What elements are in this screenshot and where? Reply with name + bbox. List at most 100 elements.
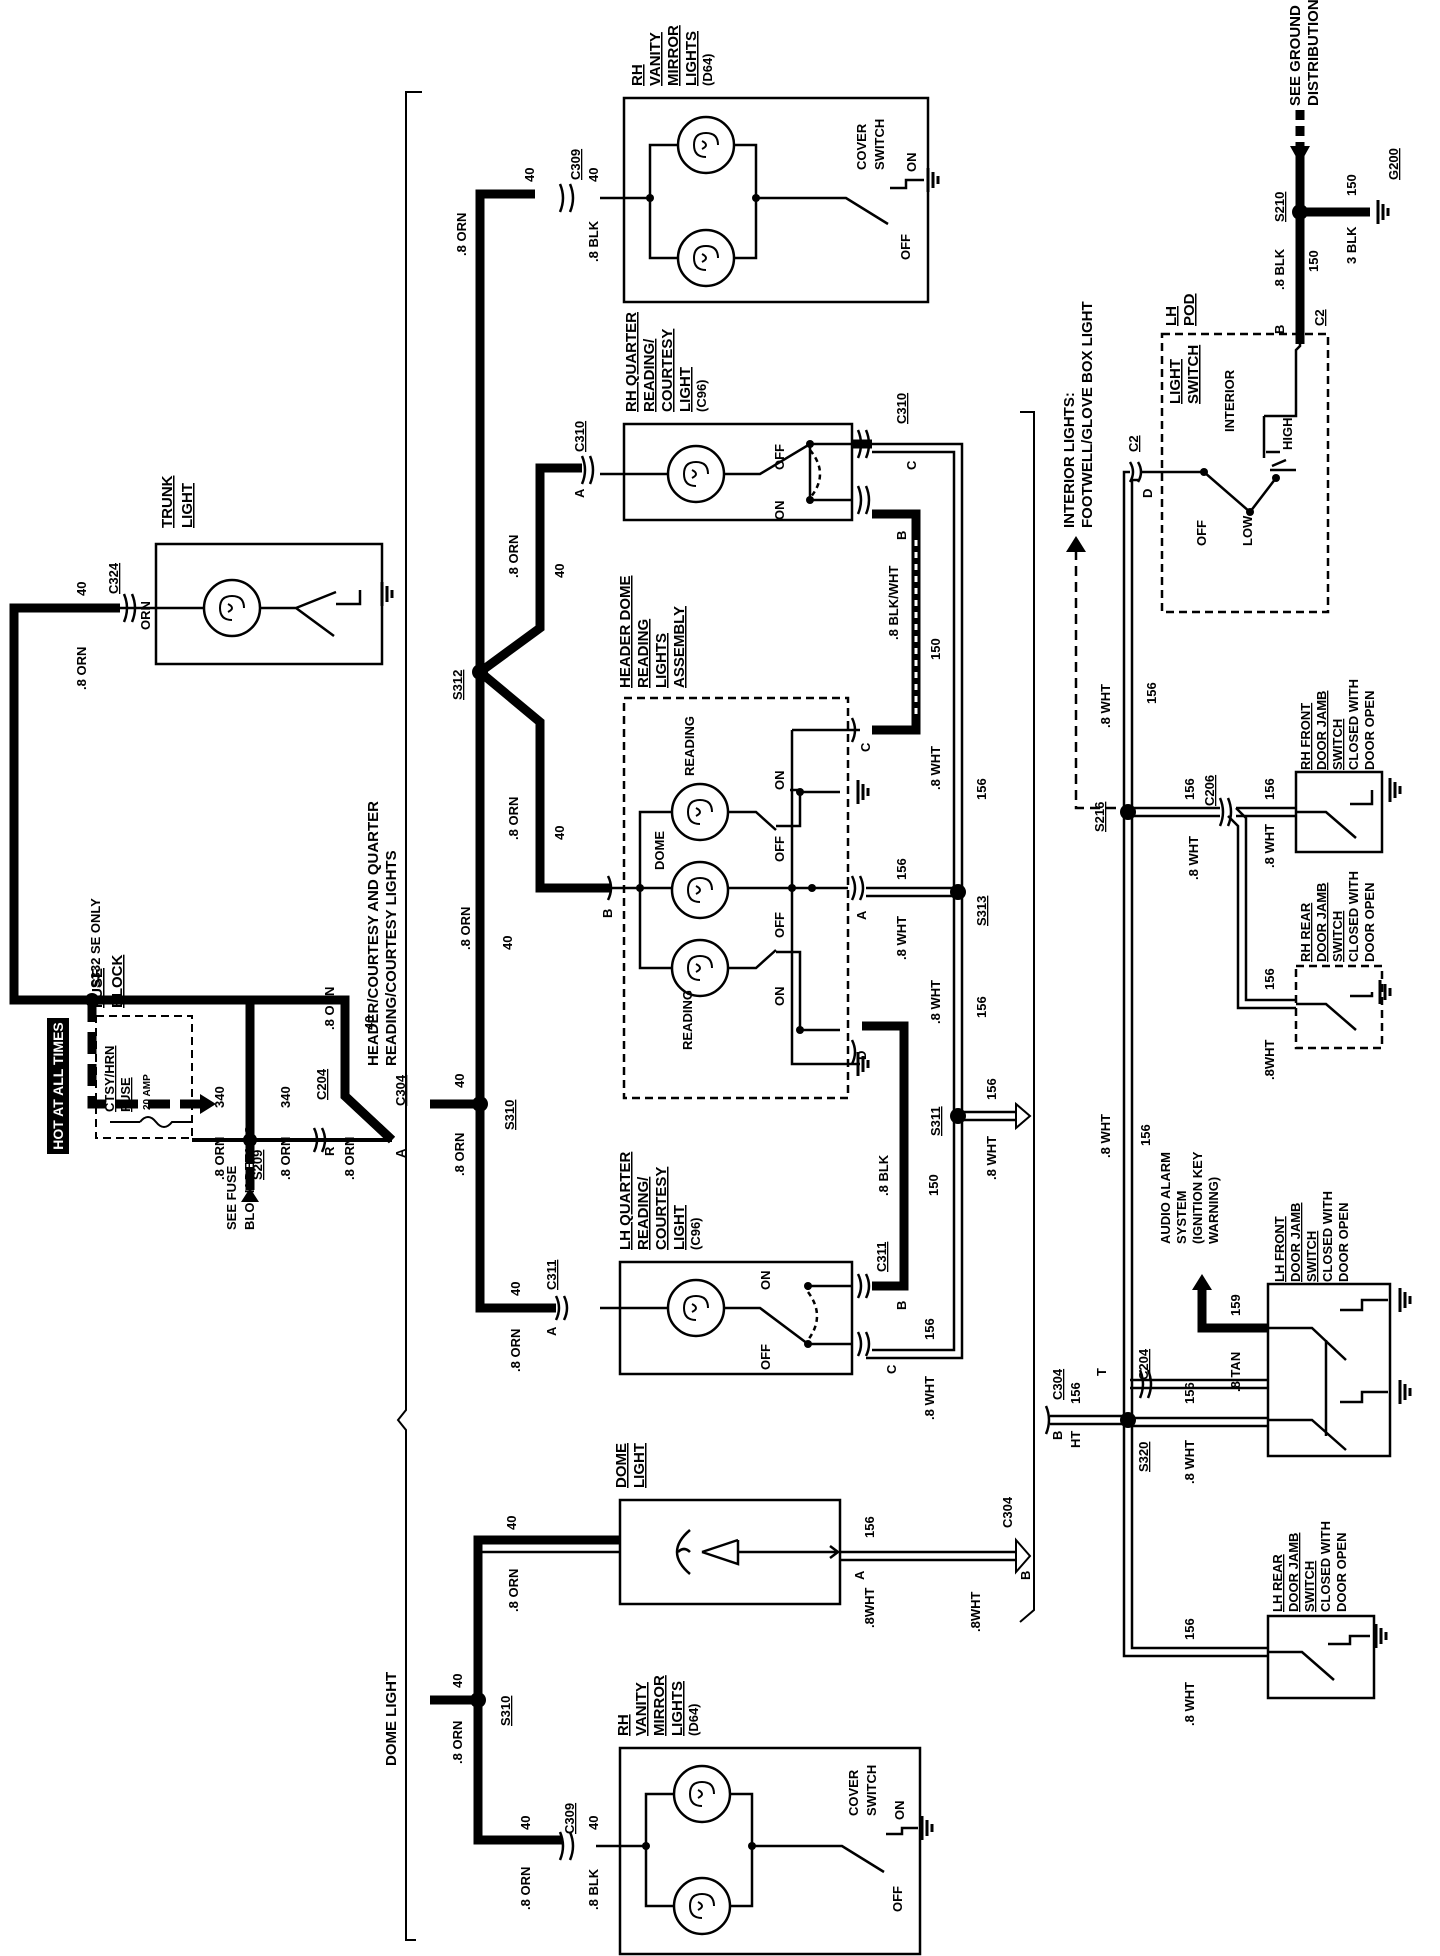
c304-right-ht: HT xyxy=(1068,1431,1083,1448)
c309-top-connector xyxy=(558,183,575,213)
pod-c2-top: C2 xyxy=(1312,309,1327,326)
cover-switch-bottom-2: SWITCH xyxy=(864,1765,879,1816)
rh-rear-jamb-2: DOOR JAMB xyxy=(1314,883,1329,962)
fuse-out-orn: .8 ORN xyxy=(212,1137,227,1180)
s320-156: 156 xyxy=(1182,1382,1197,1404)
hot-at-all-times-badge: HOT AT ALL TIMES xyxy=(47,1018,69,1154)
rh-rear-jamb-switch xyxy=(1296,992,1374,1031)
header-lamp-dome xyxy=(670,860,730,920)
blk-wht-150: 150 xyxy=(928,638,943,660)
interior-lights-dashed xyxy=(1074,550,1120,810)
rh-rear-156: 156 xyxy=(1262,968,1277,990)
cover-switch-top-on: ON xyxy=(904,153,919,173)
trunk-lamp xyxy=(202,578,262,638)
rh-quarter-title-4: LIGHT xyxy=(677,367,694,412)
dome-c304-label: C304 xyxy=(1000,1496,1015,1528)
s310-upper-40: 40 xyxy=(452,1074,467,1088)
c309-bottom-40: 40 xyxy=(586,1816,601,1830)
rh-vanity-top-title-3: MIRROR xyxy=(665,25,682,86)
header-off-2: OFF xyxy=(772,912,787,938)
light-switch-low: LOW xyxy=(1240,515,1255,546)
lh-front-jamb-5: DOOR OPEN xyxy=(1336,1203,1351,1282)
c204-label: C204 xyxy=(314,1068,329,1100)
header-dome-title-1: HEADER DOME xyxy=(617,575,634,688)
rh-quarter-title-3: COURTESY xyxy=(659,329,676,412)
see-fuse-2: BLOCK DETAILS xyxy=(242,1125,257,1230)
lh-pod-title-1: LH xyxy=(1163,306,1180,326)
lh-front-jamb-box xyxy=(1266,1282,1392,1458)
s209-out-orn: .8 ORN xyxy=(278,1137,293,1180)
s310-lower-orn: .8 ORN xyxy=(450,1721,465,1764)
s209-node xyxy=(243,1133,257,1147)
c311-left-connector xyxy=(554,1295,569,1321)
trunk-loop-wire xyxy=(9,603,350,1010)
g200-blk: 3 BLK xyxy=(1344,226,1359,264)
rh-vanity-bottom-box xyxy=(618,1746,922,1956)
section-brace-upper xyxy=(396,91,422,1941)
lh-front-jamb-1: LH FRONT xyxy=(1272,1216,1287,1282)
s210-node xyxy=(1292,204,1308,220)
rh-quarter-box xyxy=(622,422,854,522)
right-wht-trunk xyxy=(1050,470,1296,1658)
c309-bottom-40b: 40 xyxy=(518,1816,533,1830)
rh-quarter-title-1: RH QUARTER xyxy=(623,312,640,412)
rh-vanity-bottom-title-2: VANITY xyxy=(633,1682,650,1736)
s312-label: S312 xyxy=(450,670,465,700)
s313-label: S313 xyxy=(974,896,989,926)
rh-rear-jamb-ground xyxy=(1378,978,1392,1006)
rh-vanity-top-title-1: RH xyxy=(629,64,646,86)
c311-left-pin-a: A xyxy=(544,1326,559,1336)
c310-right-pin-b: B xyxy=(894,531,909,540)
rh-vanity-feed-40: 40 xyxy=(522,168,537,182)
lh-front-jamb-3: SWITCH xyxy=(1304,1231,1319,1282)
c309-top-blk: .8 BLK xyxy=(586,220,601,262)
rh-vanity-bottom-lamp-1 xyxy=(672,1764,732,1824)
rh-rear-jamb-4: CLOSED WITH xyxy=(1346,871,1361,962)
lh-rear-wht: .8 WHT xyxy=(1182,1682,1197,1726)
rh-vanity-feed-orn: .8 ORN xyxy=(454,213,469,256)
fuse-symbol xyxy=(110,1116,192,1128)
lh-quarter-feed-orn: .8 ORN xyxy=(508,1329,523,1372)
lh-quarter-title-2: READING/ xyxy=(635,1176,652,1250)
lh-quarter-switch-dash xyxy=(806,1291,819,1341)
left-bus-wiring xyxy=(430,189,610,1313)
c206-connector xyxy=(1218,797,1233,827)
rh-vanity-bottom-lamp-2 xyxy=(672,1876,732,1936)
c304-right-label: C304 xyxy=(1050,1368,1065,1400)
tan-wire-label: .8 TAN xyxy=(1228,1352,1243,1392)
dome-wiring xyxy=(430,1535,620,1845)
s332-label: S332 SE ONLY xyxy=(88,898,103,988)
s311-label: S311 xyxy=(928,1106,943,1136)
header-pin-c: C xyxy=(858,742,873,752)
rh-quarter-off: OFF xyxy=(772,444,787,470)
s310-lower-label: S310 xyxy=(498,1696,513,1726)
s310-lower-node xyxy=(470,1692,486,1708)
c309-top-label: C309 xyxy=(568,149,583,180)
header-conn-b xyxy=(606,875,613,901)
c204-connector xyxy=(312,1127,327,1153)
rh-front-wht: .8 WHT xyxy=(1262,824,1277,868)
lh-rear-jamb-box xyxy=(1266,1614,1376,1700)
s311-up-wht: .8 WHT xyxy=(928,980,943,1024)
interior-lights-1: INTERIOR LIGHTS: xyxy=(1061,392,1078,528)
dome-wht-wire xyxy=(840,1550,1020,1562)
rh-front-jamb-1: RH FRONT xyxy=(1298,703,1313,770)
c206-156: 156 xyxy=(1182,778,1197,800)
c304-right-156: 156 xyxy=(1068,1382,1083,1404)
s209-out-340: 340 xyxy=(278,1086,293,1108)
s310-upper-label: S310 xyxy=(502,1100,517,1130)
c204-right-label: C204 xyxy=(1136,1348,1151,1380)
see-fuse-1: SEE FUSE xyxy=(224,1165,239,1230)
dome-lamp-symbol xyxy=(675,1529,841,1575)
cover-switch-bottom-on: ON xyxy=(892,1801,907,1821)
lh-quarter-title-4: LIGHT xyxy=(671,1205,688,1250)
rh-rear-jamb-3: SWITCH xyxy=(1330,911,1345,962)
s332-node xyxy=(85,993,99,1007)
c309-bottom-label: C309 xyxy=(562,1803,577,1834)
see-fuse-arrow-head xyxy=(200,1094,216,1114)
c206-label: C206 xyxy=(1202,775,1217,806)
rh-front-jamb-4: CLOSED WITH xyxy=(1346,679,1361,770)
c304-right-connector xyxy=(1044,1405,1051,1435)
s320-label: S320 xyxy=(1136,1442,1151,1472)
